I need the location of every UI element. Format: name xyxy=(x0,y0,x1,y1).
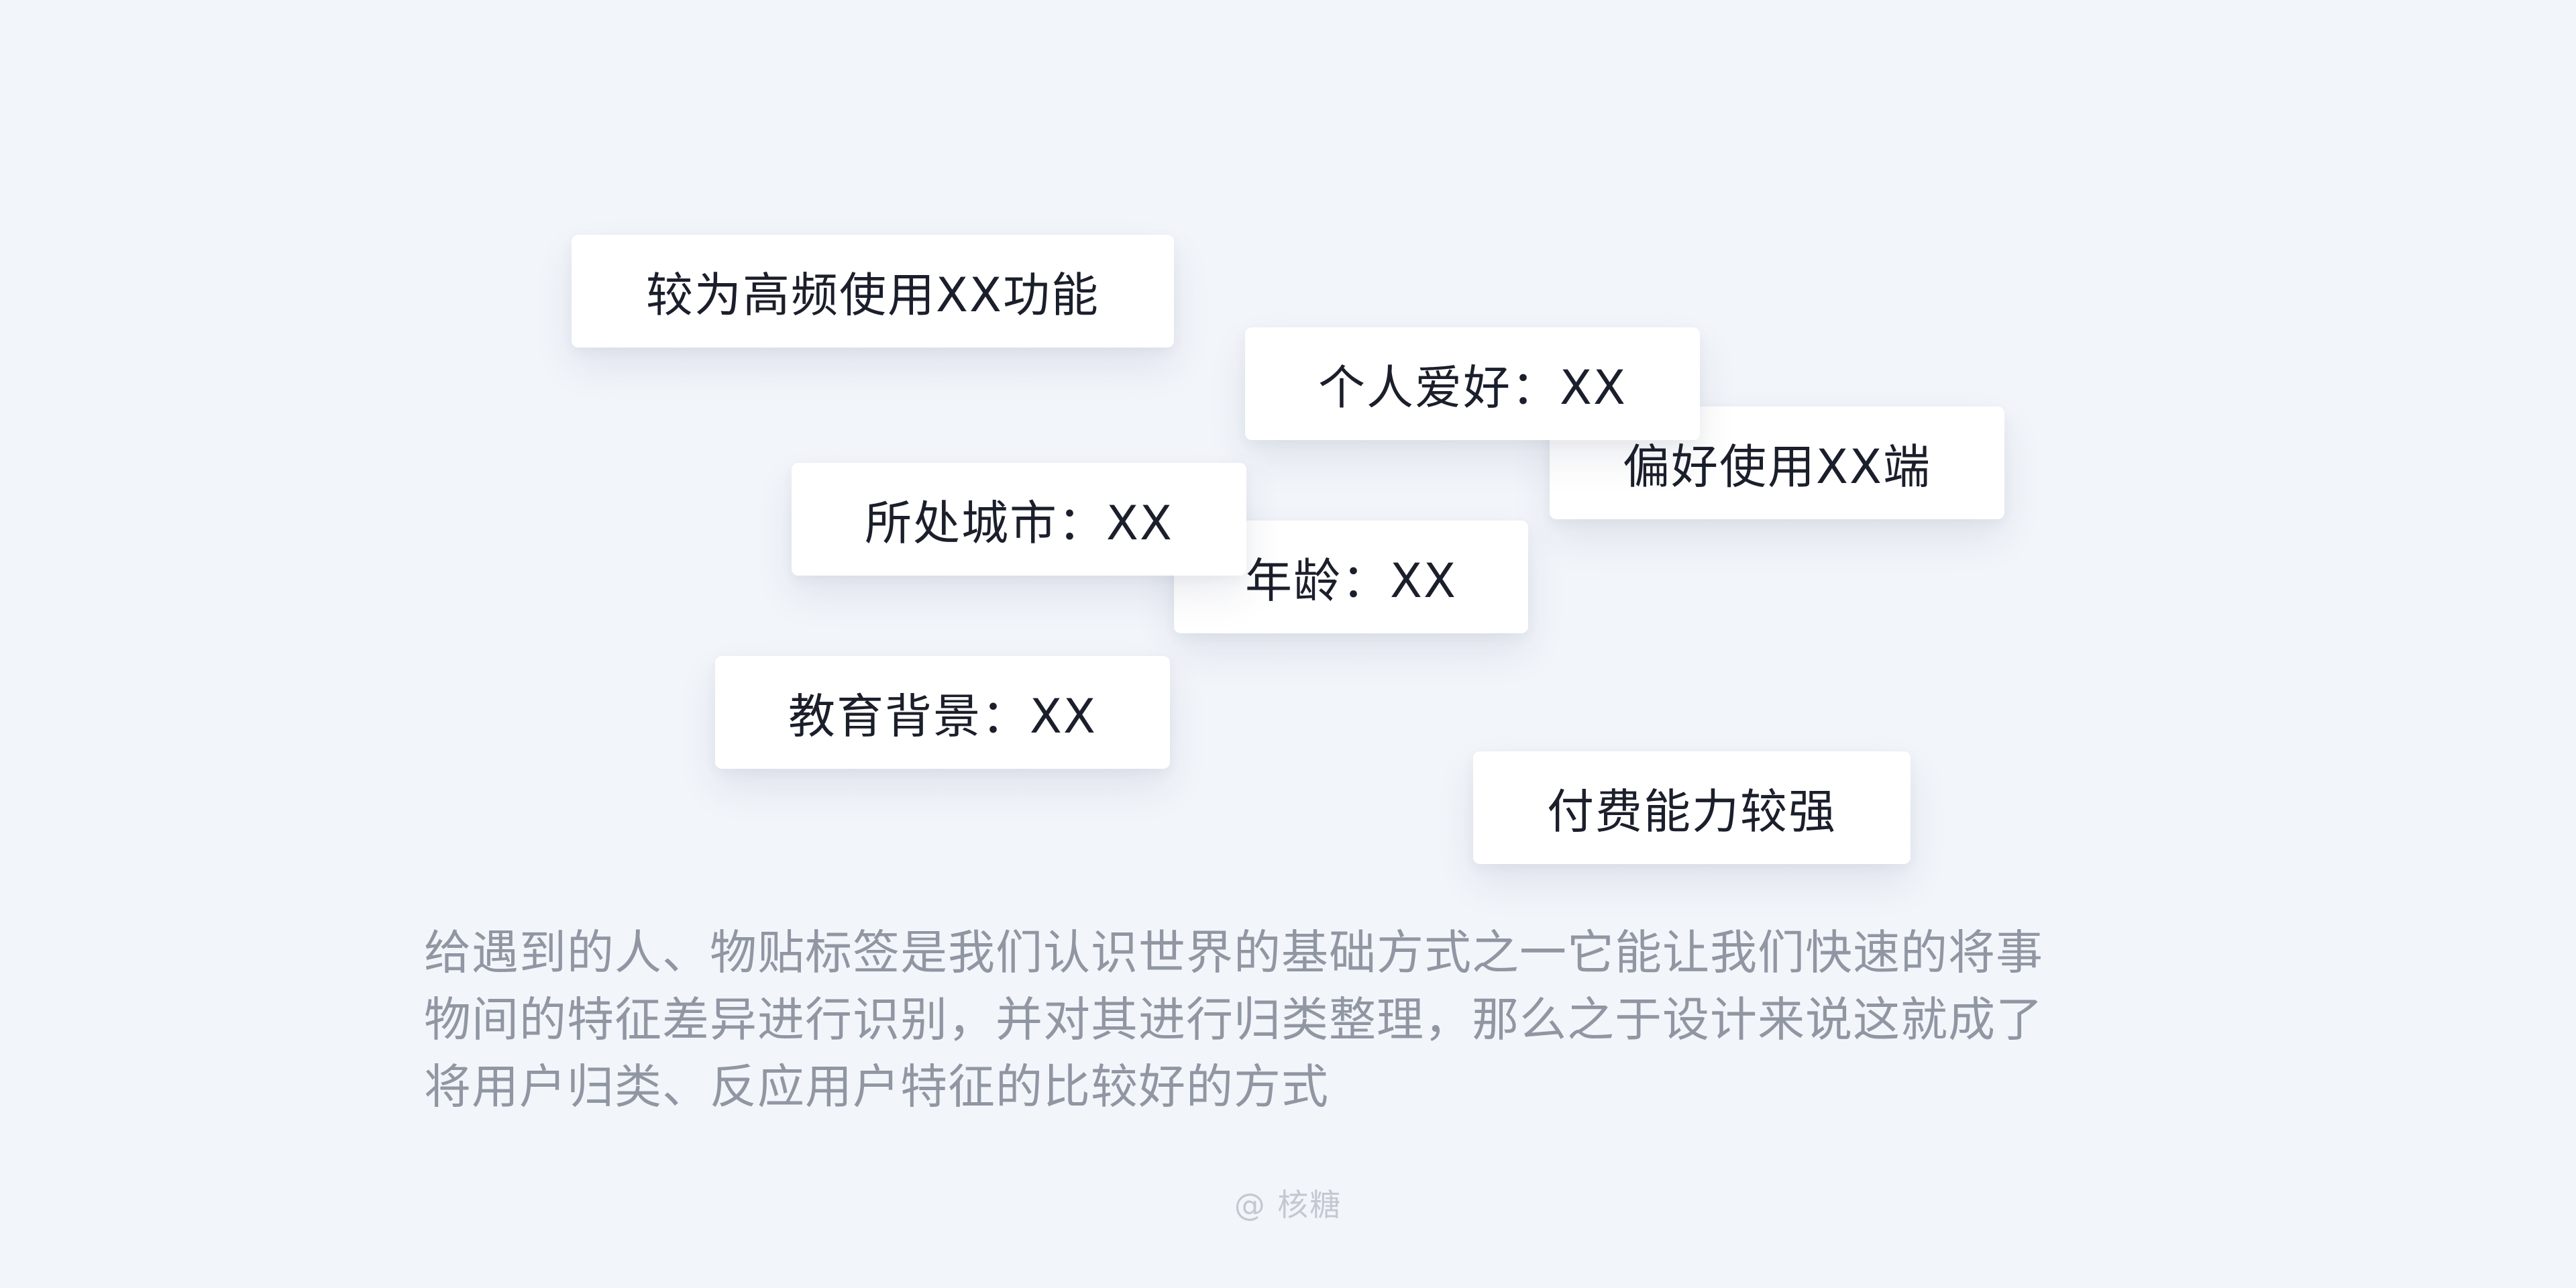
tag-age-label: 年龄：XX xyxy=(1245,553,1457,608)
tag-hobby: 个人爱好：XX xyxy=(1245,327,1700,440)
description-paragraph: 给遇到的人、物贴标签是我们认识世界的基础方式之一它能让我们快速的将事 物间的特征… xyxy=(424,919,2141,1120)
tag-platform: 偏好使用XX端 xyxy=(1550,407,2004,519)
tag-city-label: 所处城市：XX xyxy=(865,495,1173,551)
tag-city: 所处城市：XX xyxy=(792,463,1246,576)
tag-payment-label: 付费能力较强 xyxy=(1547,784,1837,839)
tag-frequent-feature: 较为高频使用XX功能 xyxy=(572,235,1174,347)
description-line: 给遇到的人、物贴标签是我们认识世界的基础方式之一它能让我们快速的将事 xyxy=(424,925,2043,980)
author-credit: @ 核糖 xyxy=(1234,1187,1342,1223)
description-line: 物间的特征差异进行识别，并对其进行归类整理，那么之于设计来说这就成了 xyxy=(424,992,2043,1047)
tag-payment: 付费能力较强 xyxy=(1473,751,1911,864)
description-line: 将用户归类、反应用户特征的比较好的方式 xyxy=(424,1059,1329,1114)
tag-education: 教育背景：XX xyxy=(715,656,1170,769)
tag-frequent-feature-label: 较为高频使用XX功能 xyxy=(646,267,1099,323)
tag-education-label: 教育背景：XX xyxy=(788,688,1097,744)
tag-hobby-label: 个人爱好：XX xyxy=(1318,360,1627,415)
tag-platform-label: 偏好使用XX端 xyxy=(1623,439,1931,494)
